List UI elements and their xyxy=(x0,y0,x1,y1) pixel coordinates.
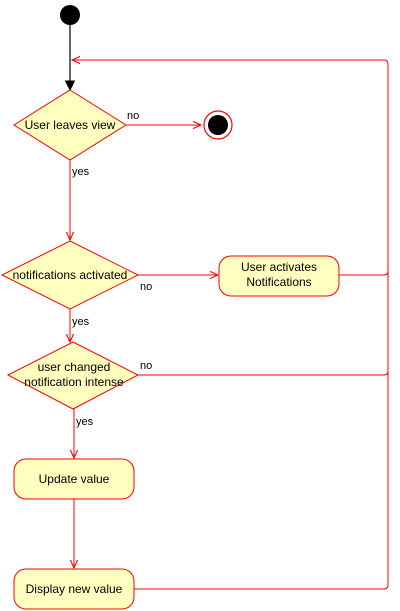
edge-intense-to-loop xyxy=(138,64,389,376)
initial-node xyxy=(60,5,80,25)
decision-notifications-activated-label: notifications activated xyxy=(13,268,128,282)
decision-user-changed-notification-intense xyxy=(6,341,140,410)
decision-user-changed-label-line1: user changed xyxy=(38,360,111,374)
decision-user-leaves-view-label: User leaves view xyxy=(25,118,116,132)
decision-user-changed-label-line2: notification intense xyxy=(24,375,124,389)
edge-notif-no-label: no xyxy=(140,281,152,293)
final-node-core xyxy=(208,115,228,135)
edge-intense-yes-label: yes xyxy=(76,416,94,428)
edge-activate-to-loop xyxy=(72,60,389,276)
edge-notif-yes-label: yes xyxy=(72,316,90,328)
action-user-activates-notifications xyxy=(218,255,340,297)
action-user-activates-label-line2: Notifications xyxy=(246,275,311,289)
edge-leaves-no-label: no xyxy=(127,110,139,122)
action-update-value-label: Update value xyxy=(39,472,110,486)
action-display-new-value-label: Display new value xyxy=(26,582,123,596)
edge-leaves-yes-label: yes xyxy=(72,166,90,178)
action-display-new-value xyxy=(13,568,135,610)
action-user-activates-label-line1: User activates xyxy=(241,260,317,274)
edge-display-to-loop xyxy=(134,371,389,590)
edge-intense-no-label: no xyxy=(140,360,152,372)
